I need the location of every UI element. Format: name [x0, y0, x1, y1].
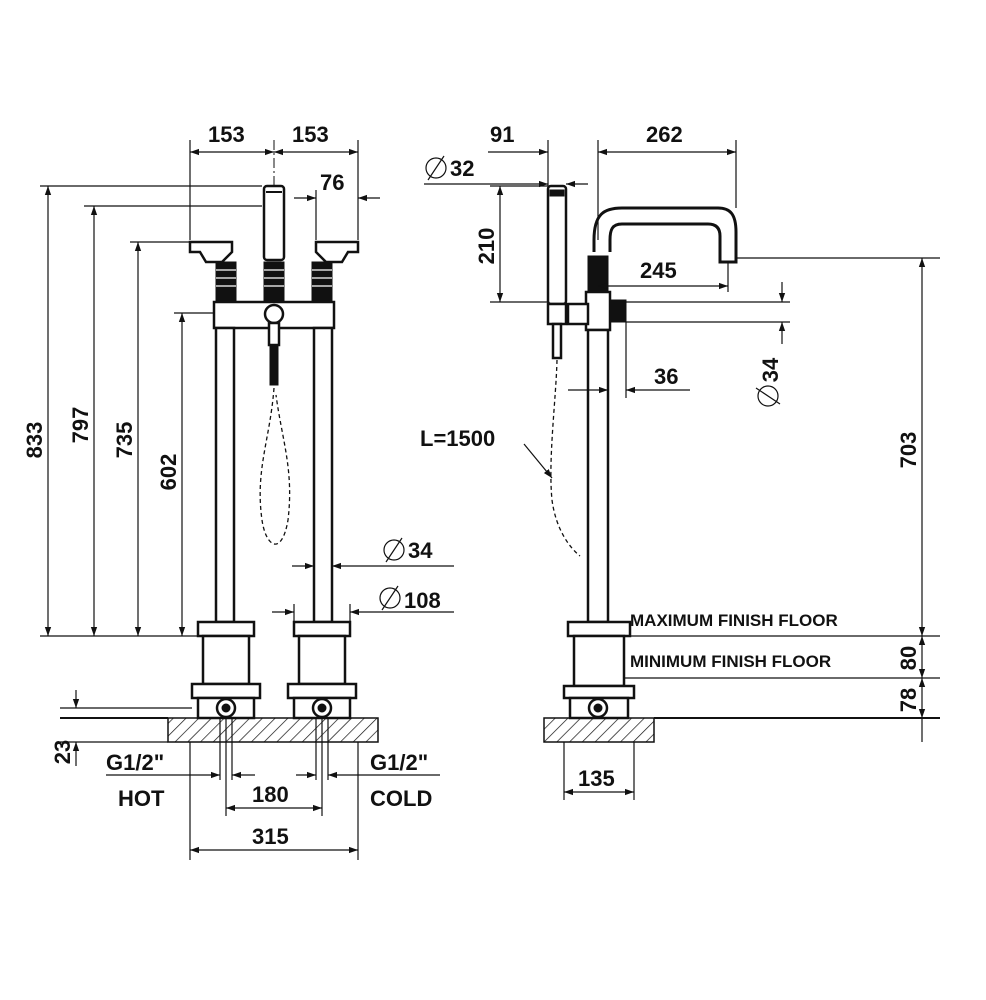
dim-riser-diameter — [292, 537, 454, 570]
dim-height-handles: 735 — [112, 422, 137, 459]
cold-label: COLD — [370, 786, 432, 811]
hot-thread-label: G1/2" — [106, 750, 164, 775]
cold-lever-handle — [314, 240, 360, 264]
dim-height-body: 602 — [156, 454, 181, 491]
supply-pipes — [219, 718, 329, 780]
dim-base-width-value: 135 — [578, 766, 615, 791]
dim-body-diameter-value: 34 — [758, 357, 783, 382]
hot-riser — [214, 326, 236, 624]
front-hose — [259, 387, 291, 545]
dim-body-offset — [568, 322, 690, 398]
dim-overall-width: 315 — [252, 824, 289, 849]
dim-handshower-diameter-value: 32 — [450, 156, 474, 181]
hose-leader — [523, 443, 553, 479]
lever-stub — [609, 299, 627, 323]
hose-length-label: L=1500 — [420, 426, 495, 451]
hose-nut — [267, 321, 281, 347]
dim-handshower-length-value: 210 — [474, 228, 499, 265]
dim-handshower-offset: 91 — [490, 122, 514, 147]
dim-base-depth — [60, 690, 192, 766]
hose-top — [269, 344, 279, 386]
hot-base — [190, 620, 262, 720]
spout — [592, 206, 738, 264]
handshower-hose-top — [551, 322, 563, 360]
dim-handshower-length — [490, 185, 548, 303]
dim-height-total: 833 — [22, 422, 47, 459]
hose-connector — [263, 303, 285, 325]
side-hose — [550, 359, 581, 557]
dim-spacing-right: 153 — [292, 122, 329, 147]
hot-lever-handle — [188, 240, 234, 264]
cold-base — [286, 620, 358, 720]
dim-spout-height: 703 — [896, 432, 921, 469]
handshower-front — [262, 184, 286, 262]
dim-base-height: 78 — [896, 688, 921, 712]
dim-side-heights — [736, 257, 940, 742]
side-base — [562, 620, 636, 720]
dim-floor-range: 80 — [896, 646, 921, 670]
dim-spout-to-body — [598, 262, 729, 292]
dim-base-depth-value: 23 — [50, 740, 75, 764]
dim-spout-reach: 262 — [646, 122, 683, 147]
dim-front-top — [189, 140, 380, 240]
handshower-grip — [546, 302, 568, 326]
cold-cartridge — [311, 261, 333, 303]
dim-body-offset-value: 36 — [654, 364, 678, 389]
handshower-bracket — [566, 302, 590, 326]
front-floor-slab — [167, 717, 379, 743]
handshower-side — [546, 184, 568, 306]
dim-front-bottom — [106, 718, 440, 860]
holder-cartridge — [263, 261, 285, 303]
dim-height-spout: 797 — [68, 407, 93, 444]
dim-body-diameter — [626, 282, 790, 407]
min-finish-floor-label: MINIMUM FINISH FLOOR — [630, 652, 831, 671]
body-head — [584, 290, 612, 332]
handshower-head — [549, 189, 565, 197]
dim-riser-diameter-value: 34 — [408, 538, 433, 563]
knurl-lines — [216, 269, 332, 287]
hot-cartridge — [215, 261, 237, 303]
dim-side-top — [488, 140, 737, 240]
dim-spout-to-body-value: 245 — [640, 258, 677, 283]
side-view: MAXIMUM FINISH FLOOR MINIMUM FINISH FLOO… — [420, 122, 940, 800]
dim-inlet-spacing: 180 — [252, 782, 289, 807]
max-finish-floor-label: MAXIMUM FINISH FLOOR — [630, 611, 838, 630]
dim-base-diameter-value: 108 — [404, 588, 441, 613]
cold-thread-label: G1/2" — [370, 750, 428, 775]
dim-base-width — [563, 742, 635, 800]
dim-handle-offset: 76 — [320, 170, 344, 195]
cold-riser — [312, 326, 334, 624]
dim-base-diameter — [272, 585, 454, 622]
side-floor-slab — [543, 717, 655, 743]
front-view: 153 153 76 833 797 735 602 23 — [22, 122, 454, 860]
dim-front-heights — [40, 185, 262, 637]
dim-spacing-left: 153 — [208, 122, 245, 147]
hot-label: HOT — [118, 786, 165, 811]
dim-handshower-diameter — [424, 155, 588, 188]
side-riser — [586, 328, 610, 624]
